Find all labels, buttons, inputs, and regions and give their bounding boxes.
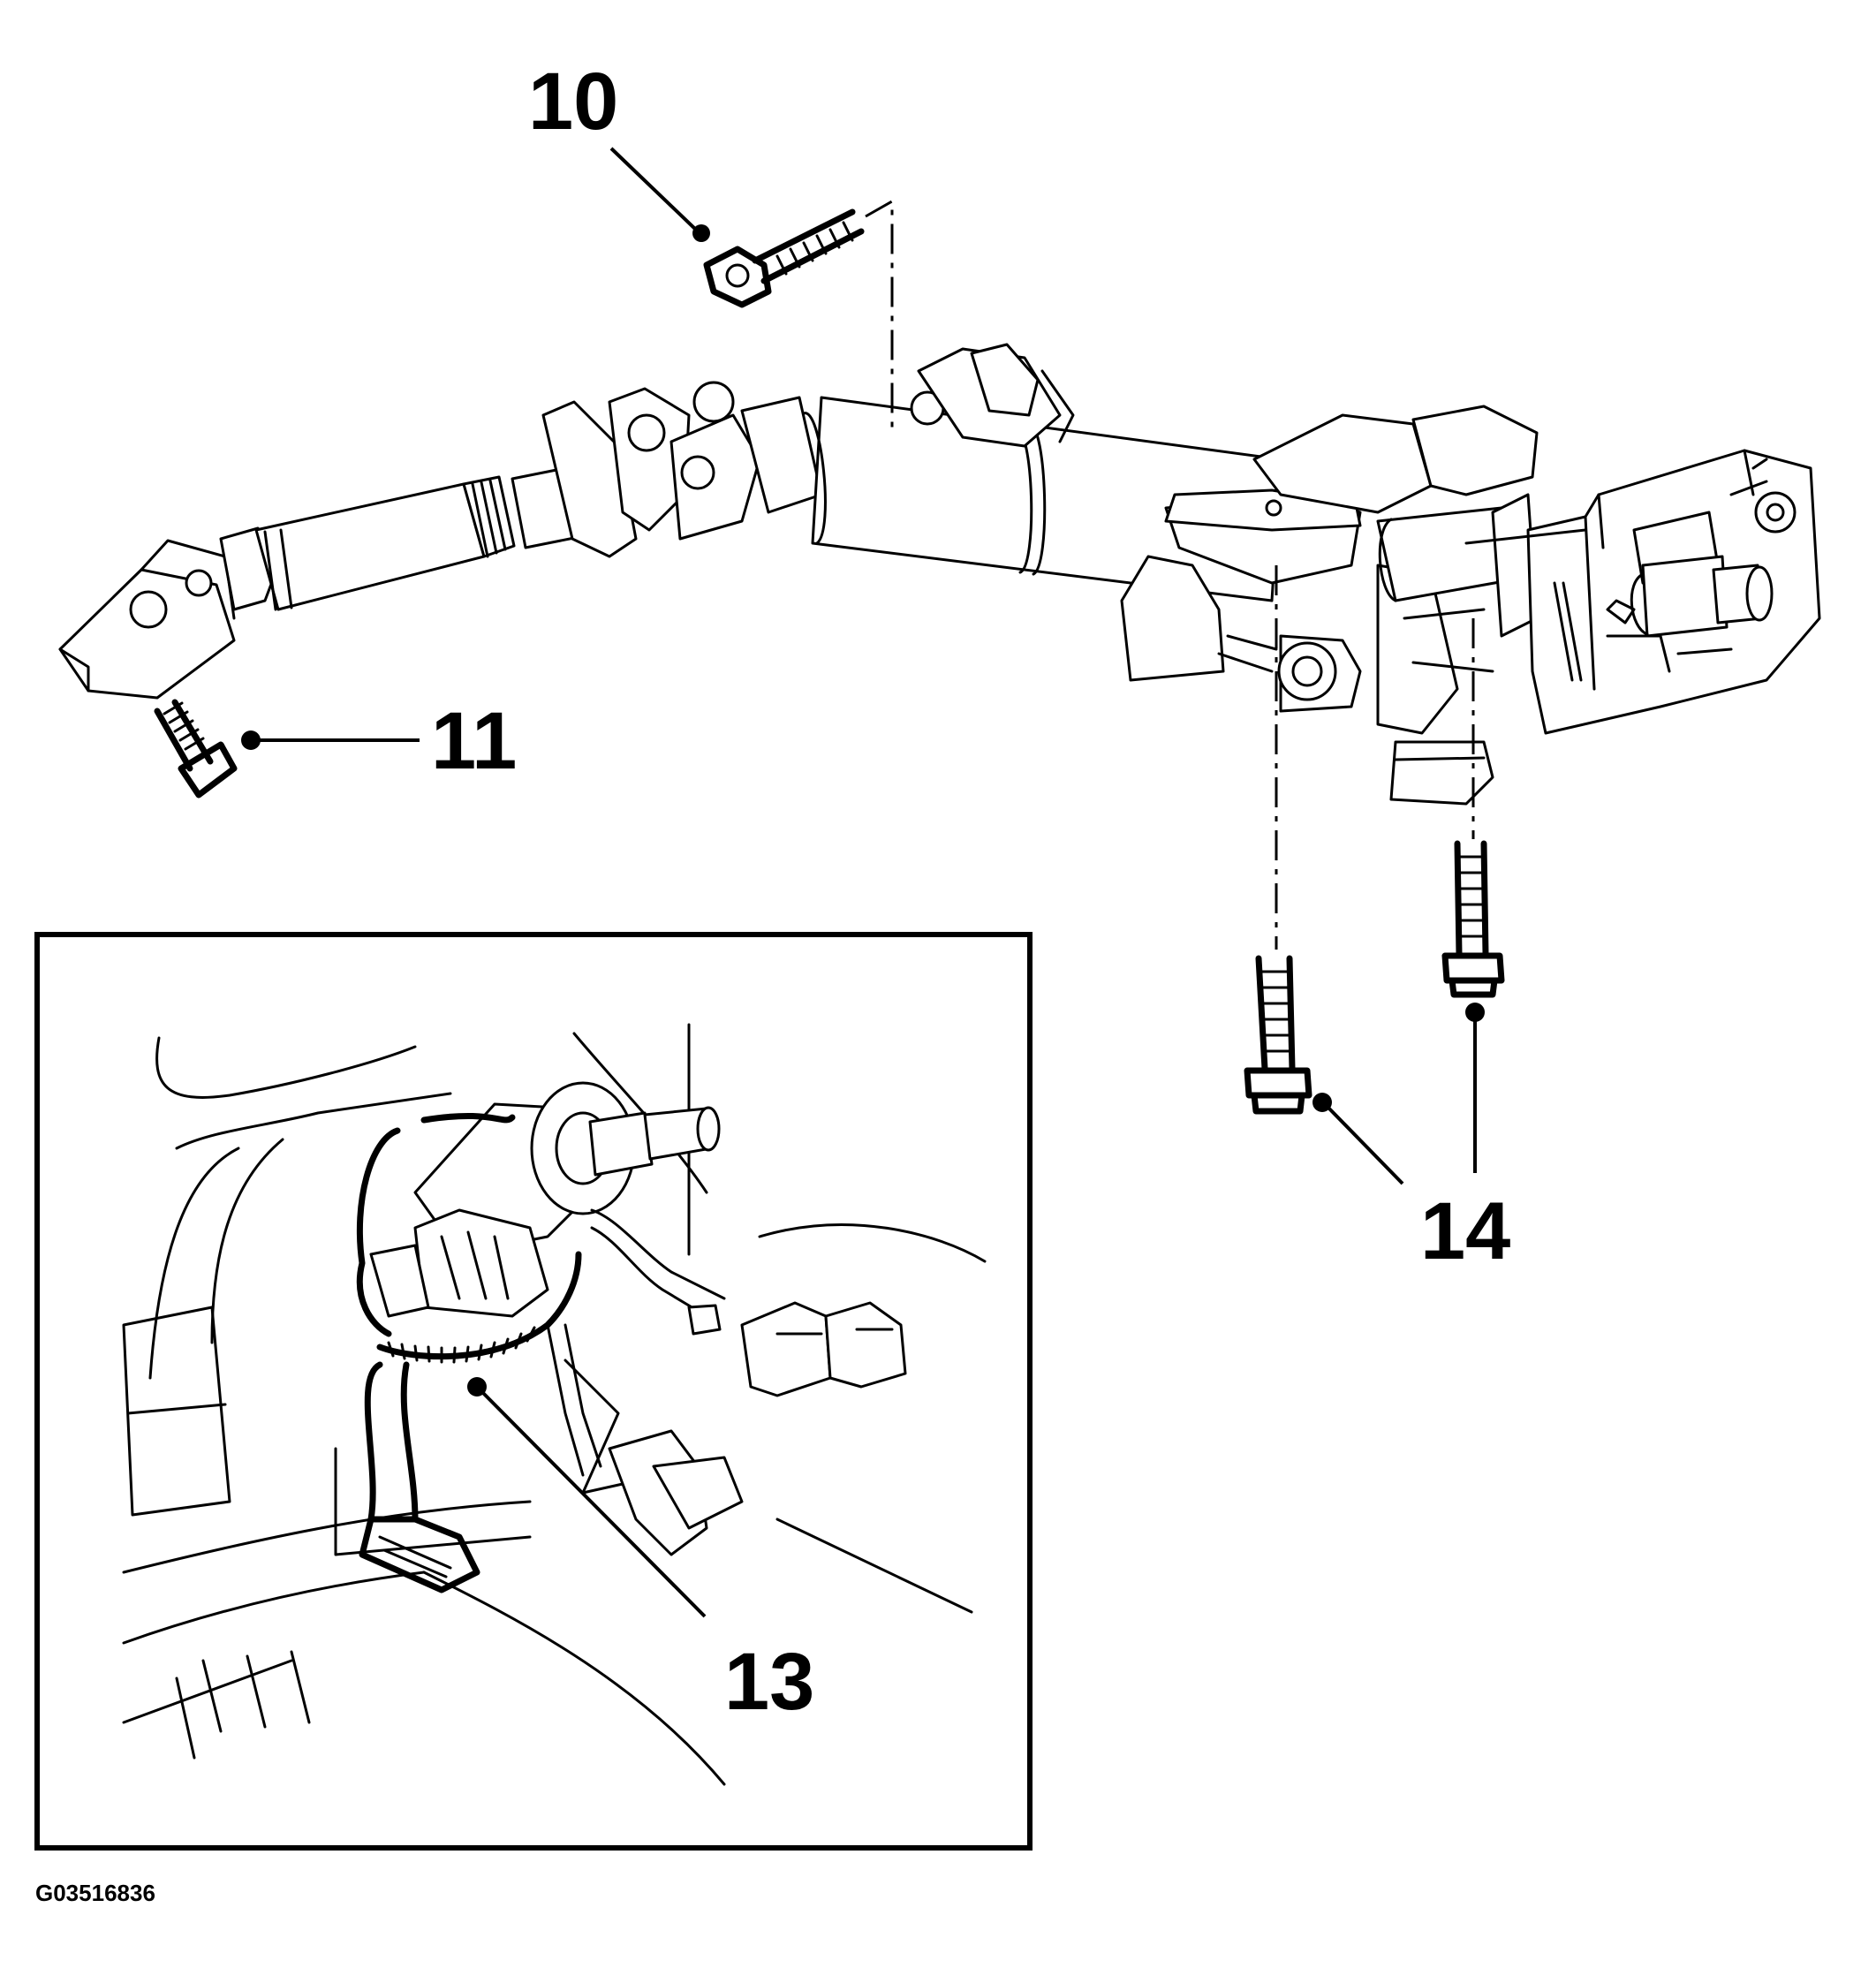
lower-mount-bracket [1391, 742, 1493, 804]
column-lower-housing [1122, 406, 1537, 733]
steering-shaft-end [1631, 556, 1772, 636]
callout-11: 10 [528, 57, 710, 242]
bolt-10 [157, 702, 234, 795]
column-upper-end [1378, 495, 1537, 636]
upper-mount-bracket [919, 344, 1073, 446]
steering-column-assembly [60, 344, 1819, 804]
lower-universal-joint [60, 528, 278, 698]
bolt-14-left [1247, 958, 1309, 1111]
bolt-11 [707, 212, 861, 305]
figure-id: G03516836 [35, 1880, 155, 1906]
callout-label-11: 10 [528, 57, 618, 147]
intermediate-shaft [256, 468, 579, 609]
callout-13: 13 [467, 1377, 814, 1727]
steering-column-tube [804, 392, 1281, 601]
upper-universal-joint [543, 382, 821, 556]
bolt-14-right [1445, 844, 1502, 995]
inset-switch-body [371, 1210, 548, 1316]
bolt-11-alignment-line [866, 201, 892, 433]
callout-label-13: 13 [724, 1637, 814, 1727]
callout-label-14: 14 [1420, 1186, 1510, 1276]
inset-connectors [548, 1210, 905, 1555]
callout-14: 14 [1312, 1003, 1510, 1276]
inset-component-13 [359, 1116, 579, 1590]
inset-panel: 13 [37, 935, 1030, 1848]
callout-label-10: 11 [431, 696, 517, 786]
callout-10: 11 [241, 696, 517, 786]
inset-dashboard-lines [124, 1025, 985, 1784]
